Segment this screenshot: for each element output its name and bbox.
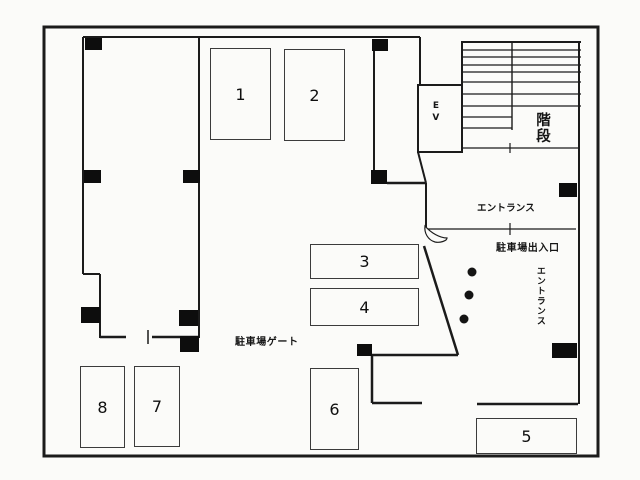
parking-space-4: 4 [310, 288, 419, 326]
parking-space-3: 3 [310, 244, 419, 279]
parking-space-8: 8 [80, 366, 125, 448]
bollard-dots [459, 267, 477, 324]
entrance-threshold [426, 223, 576, 235]
pillar [180, 336, 199, 352]
left-room-walls [82, 37, 200, 339]
pillars [81, 38, 577, 358]
stairs [461, 41, 581, 153]
pillar [179, 310, 198, 326]
parking-entrance-exit-label: 駐車場出入口 [496, 243, 560, 254]
pillar [183, 170, 200, 183]
parking-space-2: 2 [284, 49, 345, 141]
parking-space-5: 5 [476, 418, 577, 454]
parking-gate-label: 駐車場ゲート [235, 337, 299, 348]
elevator-label: EV [430, 101, 441, 125]
pillar [559, 183, 577, 197]
pillar [85, 38, 102, 50]
pillar [357, 344, 372, 356]
entrance-hall-label: エントランス [477, 203, 536, 214]
driveway-walls [370, 151, 578, 406]
pillar [372, 39, 388, 51]
bollard-dot [459, 314, 469, 324]
parking-space-1: 1 [210, 48, 271, 140]
pillar [552, 343, 577, 358]
pillar [371, 170, 387, 184]
outer-wall [42, 25, 600, 458]
parking-space-7: 7 [134, 366, 180, 447]
pillar [84, 170, 101, 183]
stair-steps [462, 49, 581, 129]
parking-space-6: 6 [310, 368, 359, 450]
stairs-label: 階段 [533, 112, 550, 144]
bollard-dot [467, 267, 477, 277]
center-column-wall [373, 51, 426, 185]
pillar [81, 307, 100, 323]
door-swing-mark [424, 224, 448, 243]
bollard-dot [464, 290, 474, 300]
entrance-side-label: エントランス [534, 266, 545, 326]
